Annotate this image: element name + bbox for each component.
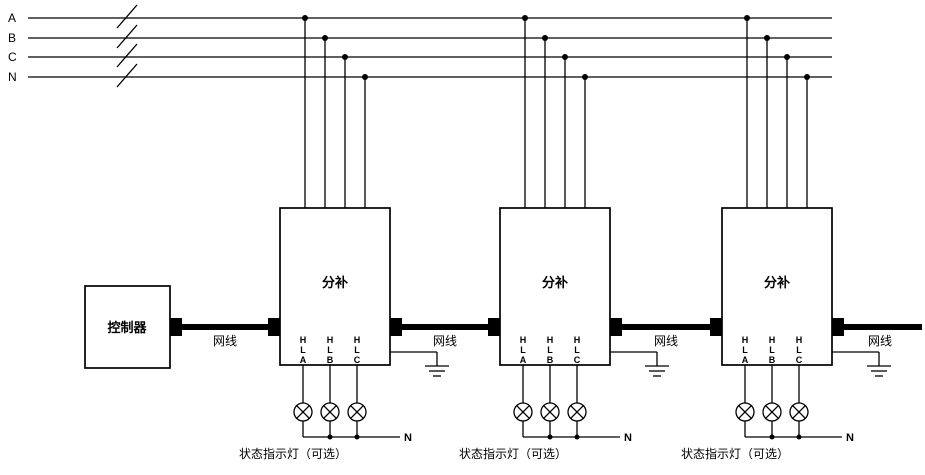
network-cable: 网线 网线 网线 网线 (170, 318, 922, 348)
terminal-label: H (327, 335, 334, 345)
cable-connector-icon (610, 318, 622, 336)
indicator-lamp-icon (293, 402, 313, 422)
terminal-label: A (520, 355, 527, 365)
junction-dot (522, 15, 528, 21)
ground-icon (390, 351, 449, 377)
cable-label: 网线 (868, 334, 892, 348)
unit-box (499, 207, 611, 366)
terminal-label: H (354, 335, 361, 345)
breaker-pole-c (116, 43, 138, 68)
terminal-label: H (742, 335, 749, 345)
junction-dot (769, 434, 775, 440)
junction-dot (354, 434, 360, 440)
indicator-lamp-icon (789, 402, 809, 422)
bus-lines: A B C N (8, 11, 832, 84)
indicator-lamp-icon (320, 402, 340, 422)
terminal-label: H (769, 335, 776, 345)
breaker-pole-b (116, 24, 138, 49)
terminal-label: L (547, 345, 553, 355)
circuit-breaker-icon (116, 4, 138, 88)
terminal-label: H (300, 335, 307, 345)
cable-label: 网线 (654, 334, 678, 348)
lamp-caption: 状态指示灯（可选） (459, 446, 567, 461)
neutral-label: N (846, 432, 854, 444)
neutral-label: N (624, 432, 632, 444)
unit-name: 分补 (542, 275, 568, 290)
junction-dot (322, 35, 328, 41)
terminal-label: B (769, 355, 776, 365)
terminal-label: B (327, 355, 334, 365)
indicator-lamp-icon (540, 402, 560, 422)
lamp-caption: 状态指示灯（可选） (239, 446, 347, 461)
ground-icon (610, 351, 669, 377)
terminal-label: A (742, 355, 749, 365)
terminal-label: H (547, 335, 554, 345)
junction-dot (562, 54, 568, 60)
terminal-label: C (574, 355, 581, 365)
indicator-lamp-icon (735, 402, 755, 422)
breaker-pole-a (116, 4, 138, 29)
breaker-pole-n (116, 63, 138, 88)
unit-name: 分补 (764, 275, 790, 290)
junction-dot (764, 35, 770, 41)
junction-dot (744, 15, 750, 21)
terminal-label: L (520, 345, 526, 355)
junction-dot (784, 54, 790, 60)
terminal-label: L (574, 345, 580, 355)
indicator-lamp-icon (567, 402, 587, 422)
junction-dot (574, 434, 580, 440)
cable-connector-icon (170, 318, 182, 336)
neutral-label: N (404, 432, 412, 444)
indicator-lamp-icon (347, 402, 367, 422)
cable-connector-icon (390, 318, 402, 336)
junction-dot (362, 74, 368, 80)
bus-label-b: B (8, 31, 16, 45)
terminal-label: H (520, 335, 527, 345)
lamp-caption: 状态指示灯（可选） (681, 446, 789, 461)
junction-dot (582, 74, 588, 80)
junction-dot (542, 35, 548, 41)
junction-dot (342, 54, 348, 60)
controller-label: 控制器 (107, 320, 147, 335)
cable-connector-icon (488, 318, 500, 336)
unit-box (279, 207, 391, 366)
terminal-label: L (327, 345, 333, 355)
units-layer: 分补HLAHLBHLCN状态指示灯（可选）分补HLAHLBHLCN状态指示灯（可… (239, 15, 891, 461)
terminal-label: L (769, 345, 775, 355)
terminal-label: L (742, 345, 748, 355)
cable-connector-icon (832, 318, 844, 336)
junction-dot (804, 74, 810, 80)
terminal-label: C (796, 355, 803, 365)
terminal-label: H (574, 335, 581, 345)
unit-name: 分补 (322, 275, 348, 290)
terminal-label: B (547, 355, 554, 365)
cable-label: 网线 (433, 334, 457, 348)
bus-label-n: N (8, 70, 17, 84)
cable-connector-icon (268, 318, 280, 336)
ground-icon (832, 351, 891, 377)
bus-label-a: A (8, 11, 16, 25)
terminal-label: L (300, 345, 306, 355)
junction-dot (327, 434, 333, 440)
terminal-label: L (796, 345, 802, 355)
controller: 控制器 (84, 285, 171, 369)
terminal-label: A (300, 355, 307, 365)
unit-box (721, 207, 833, 366)
indicator-lamp-icon (513, 402, 533, 422)
junction-dot (796, 434, 802, 440)
junction-dot (547, 434, 553, 440)
indicator-lamp-icon (762, 402, 782, 422)
terminal-label: L (354, 345, 360, 355)
terminal-label: H (796, 335, 803, 345)
cable-connector-icon (710, 318, 722, 336)
bus-label-c: C (8, 50, 17, 64)
junction-dot (302, 15, 308, 21)
terminal-label: C (354, 355, 361, 365)
controller-box (84, 285, 171, 369)
cable-label: 网线 (213, 334, 237, 348)
